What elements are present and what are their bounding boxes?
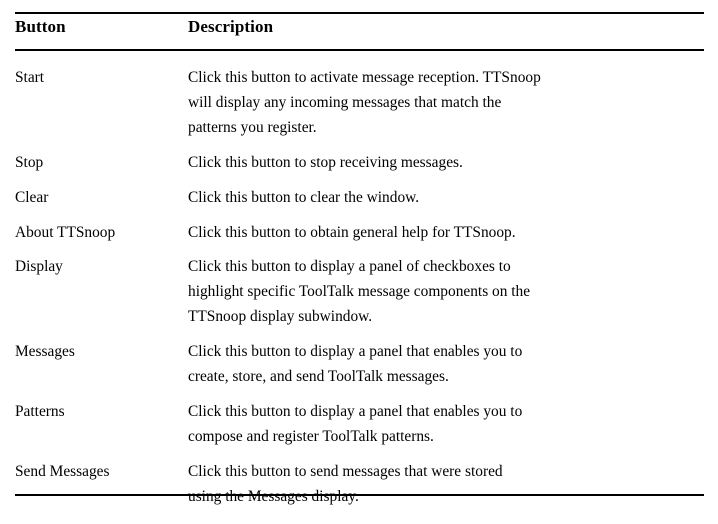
button-description-cell: Click this button to stop receiving mess… (188, 141, 704, 176)
description-line: Click this button to stop receiving mess… (188, 153, 463, 171)
description-line: will display any incoming messages that … (188, 93, 502, 111)
table-header-rule (15, 49, 704, 51)
button-description-cell: Click this button to send messages that … (188, 450, 704, 510)
table-bottom-spacer (15, 510, 704, 524)
button-description-cell: Click this button to obtain general help… (188, 211, 704, 246)
table-row: Send Messages Click this button to send m… (15, 450, 704, 510)
description-line: Click this button to display a panel of … (188, 258, 511, 276)
description-line: highlight specific ToolTalk message comp… (188, 283, 531, 301)
table-row: Clear Click this button to clear the wind… (15, 176, 704, 211)
table-row: About TTSnoop Click this button to obtain… (15, 211, 704, 246)
button-description-cell: Click this button to display a panel tha… (188, 390, 704, 450)
table-bottom-rule (15, 494, 704, 496)
button-description-cell: Click this button to display a panel tha… (188, 330, 704, 390)
description-line: patterns you register. (188, 118, 317, 136)
table-top-rule (15, 12, 704, 14)
button-name-cell: Stop (15, 153, 44, 171)
description-line: Click this button to display a panel tha… (188, 402, 523, 420)
table-row: Patterns Click this button to display a p… (15, 390, 704, 450)
table-header-row: Button Description (15, 0, 704, 54)
button-name-cell: Send Messages (15, 462, 110, 480)
column-header-description: Description (188, 17, 274, 36)
description-line: TTSnoop display subwindow. (188, 308, 373, 326)
description-line: Click this button to send messages that … (188, 462, 503, 480)
button-description-cell: Click this button to clear the window. (188, 176, 704, 211)
description-line: Click this button to display a panel tha… (188, 343, 523, 361)
button-name-cell: Display (15, 258, 63, 276)
table-row: Display Click this button to display a pa… (15, 245, 704, 330)
description-line: create, store, and send ToolTalk message… (188, 368, 449, 386)
description-line: Click this button to activate message re… (188, 69, 541, 86)
button-name-cell: About TTSnoop (15, 223, 116, 241)
button-name-cell: Patterns (15, 402, 65, 420)
spacer-cell (15, 510, 704, 524)
button-description-cell: Click this button to activate message re… (188, 54, 704, 141)
description-line: compose and register ToolTalk patterns. (188, 427, 434, 445)
description-line: Click this button to clear the window. (188, 188, 420, 206)
button-name-cell: Start (15, 69, 45, 86)
button-name-cell: Messages (15, 343, 75, 361)
table-row: Start Click this button to activate messa… (15, 54, 704, 141)
button-name-cell: Clear (15, 188, 49, 206)
column-header-button: Button (15, 17, 66, 36)
table-row: Messages Click this button to display a p… (15, 330, 704, 390)
description-line: using the Messages display. (188, 487, 359, 505)
table-row: Stop Click this button to stop receiving … (15, 141, 704, 176)
description-line: Click this button to obtain general help… (188, 223, 516, 241)
table-body: Start Click this button to activate messa… (15, 54, 704, 524)
button-description-cell: Click this button to display a panel of … (188, 245, 704, 330)
